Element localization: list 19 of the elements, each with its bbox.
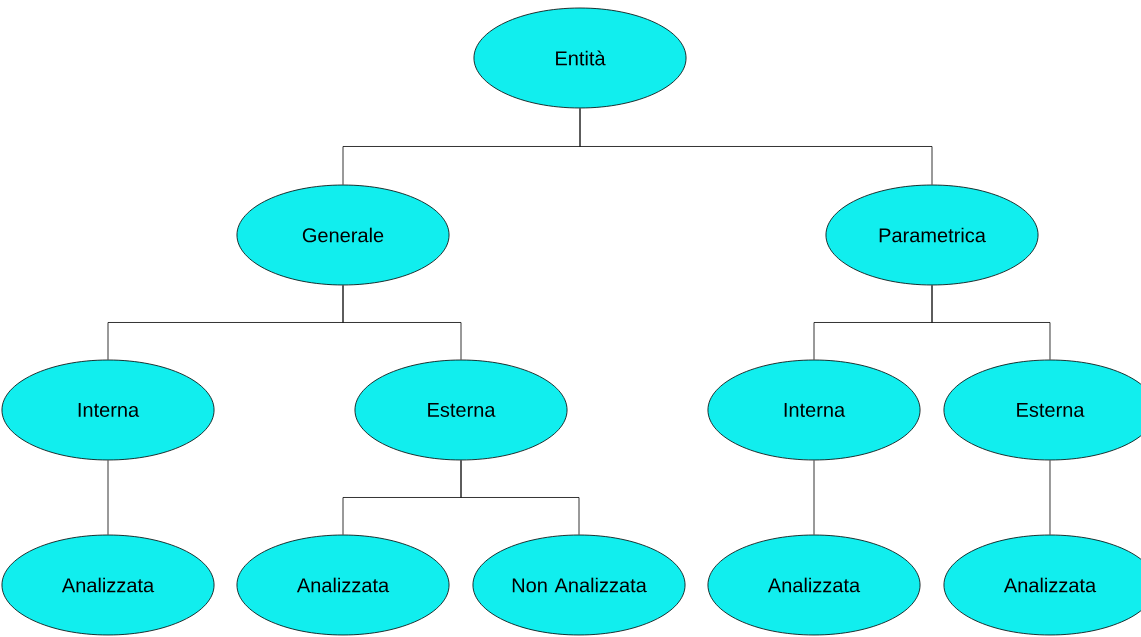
ellipse-node: Interna xyxy=(1,359,215,461)
ellipse-node: Analizzata xyxy=(943,534,1141,636)
connector-line xyxy=(813,460,815,535)
ellipse-node: Analizzata xyxy=(236,534,450,636)
connector-line xyxy=(342,285,462,360)
connector-line xyxy=(460,460,580,535)
ellipse-node: Esterna xyxy=(943,359,1141,461)
connector-line xyxy=(1049,460,1051,535)
ellipse-node: Parametrica xyxy=(825,184,1039,286)
ellipse-node: Interna xyxy=(707,359,921,461)
ellipse-node: Entità xyxy=(473,7,687,109)
ellipse-node: Non Analizzata xyxy=(472,534,686,636)
ellipse-node: Generale xyxy=(236,184,450,286)
ellipse-node: Analizzata xyxy=(1,534,215,636)
connector-line xyxy=(107,460,109,535)
connector-line xyxy=(579,108,933,185)
connector-line xyxy=(931,285,1051,360)
ellipse-node: Analizzata xyxy=(707,534,921,636)
ellipse-node: Esterna xyxy=(354,359,568,461)
